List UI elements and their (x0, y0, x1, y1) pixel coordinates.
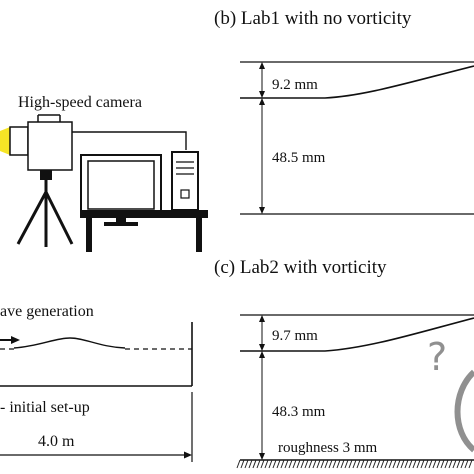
panel-c-wave-height-arrow (259, 315, 265, 351)
pc-tower-icon (171, 151, 199, 211)
panel-c-free-surface (240, 317, 474, 352)
length-arrow (0, 451, 192, 459)
panel-b-title: (b) Lab1 with no vorticity (214, 8, 412, 29)
camera-label: High-speed camera (18, 94, 142, 111)
panel-c-wave-height-label: 9.7 mm (272, 328, 318, 344)
panel-b-free-surface (240, 65, 474, 99)
panel-a: High-speed camera (0, 94, 208, 462)
wave-generation-label: ave generation (0, 303, 94, 320)
panel-b-wave-height-label: 9.2 mm (272, 77, 318, 93)
desk-icon (80, 210, 208, 252)
panel-c-roughness-label: roughness 3 mm (278, 440, 377, 456)
tripod-icon (16, 180, 74, 247)
roughness-hatch (236, 459, 473, 469)
question-mark: ? (427, 335, 447, 379)
panel-b-wave-height-arrow (259, 62, 265, 98)
wave-direction-arrow (0, 336, 20, 344)
initial-setup-label: - initial set-up (0, 399, 90, 416)
camera-cable (72, 131, 187, 150)
panel-b-depth-label: 48.5 mm (272, 150, 326, 166)
panel-c: (c) Lab2 with vorticity ? 9.7 mm 48.3 mm… (214, 257, 474, 469)
panel-c-depth-label: 48.3 mm (272, 404, 326, 420)
panel-b-depth-arrow (259, 98, 265, 214)
length-label: 4.0 m (38, 433, 75, 450)
panel-b: (b) Lab1 with no vorticity 9.2 mm 48.5 m… (214, 8, 474, 215)
monitor-icon (80, 154, 162, 226)
panel-c-depth-arrow (259, 351, 265, 460)
camera-icon (0, 114, 73, 180)
flume-wave (13, 337, 126, 349)
panel-c-title: (c) Lab2 with vorticity (214, 257, 387, 278)
vortex-arc (454, 369, 474, 453)
